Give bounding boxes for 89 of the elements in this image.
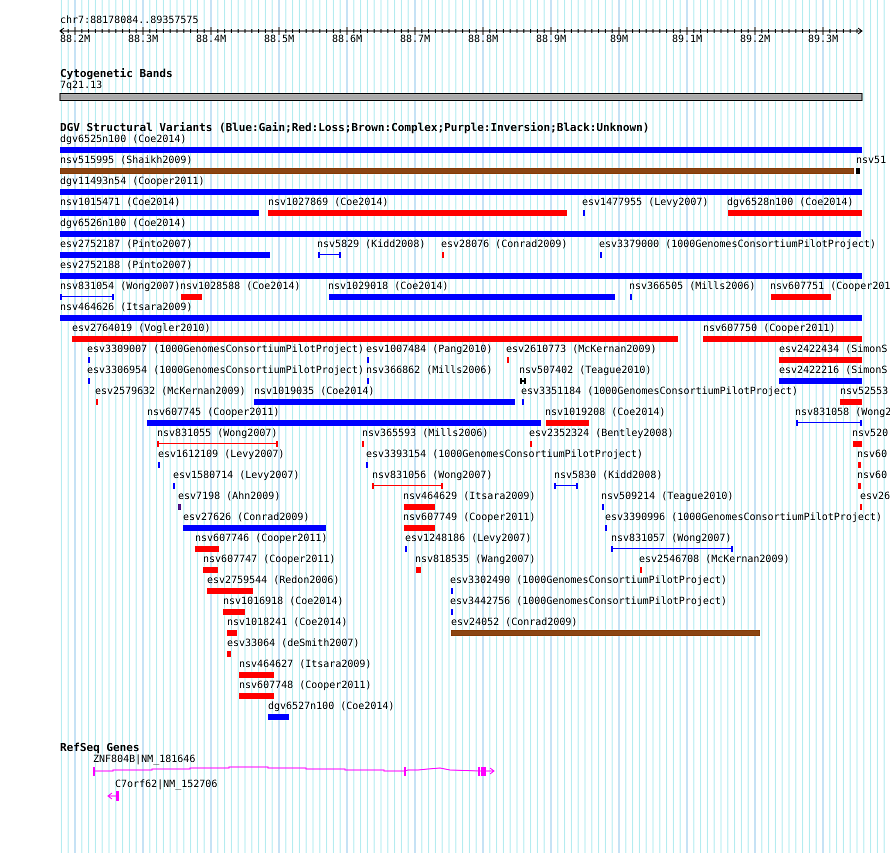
variant-label: nsv520 xyxy=(852,428,888,439)
variant-label: esv3309007 (1000GenomesConsortiumPilotProject) xyxy=(87,344,364,355)
variant-label: nsv607750 (Cooper2011) xyxy=(703,323,836,334)
variant-label: esv2546708 (McKernan2009) xyxy=(639,554,790,565)
variant-label: esv2422216 (SimonS xyxy=(779,365,888,376)
variant-label: nsv464627 (Itsara2009) xyxy=(239,659,372,670)
variant-label: nsv1015471 (Coe2014) xyxy=(60,197,180,208)
variant-label: esv3302490 (1000GenomesConsortiumPilotProject) xyxy=(450,575,727,586)
variant-label: esv26 xyxy=(860,491,890,502)
gene-label: C7orf62|NM_152706 xyxy=(115,779,218,790)
variant-label: esv3351184 (1000GenomesConsortiumPilotProject) xyxy=(521,386,798,397)
variant-label: esv1248186 (Levy2007) xyxy=(405,533,532,544)
variant-label: nsv5830 (Kidd2008) xyxy=(554,470,662,481)
variant-label: esv27626 (Conrad2009) xyxy=(183,512,310,523)
variant-label: esv3306954 (1000GenomesConsortiumPilotProject) xyxy=(87,365,364,376)
variant-label: dgv6527n100 (Coe2014) xyxy=(268,701,394,712)
variant-label: nsv366505 (Mills2006) xyxy=(629,281,756,292)
tick-label: 89.2M xyxy=(740,34,770,45)
variant-label: esv2422434 (SimonS xyxy=(779,344,888,355)
variant-label: nsv1028588 (Coe2014) xyxy=(180,281,300,292)
tick-label: 89.3M xyxy=(808,34,838,45)
variant-label: esv7198 (Ahn2009) xyxy=(178,491,280,502)
tick-label: 88.4M xyxy=(196,34,226,45)
variant-label: esv1477955 (Levy2007) xyxy=(582,197,708,208)
variant-label: esv28076 (Conrad2009) xyxy=(441,239,568,250)
variant-label: esv2352324 (Bentley2008) xyxy=(529,428,674,439)
variant-label: nsv831057 (Wong2007) xyxy=(611,533,732,544)
variant-label: esv2752188 (Pinto2007) xyxy=(60,260,192,271)
tick-label: 88.2M xyxy=(60,34,90,45)
tick-label: 88.6M xyxy=(332,34,362,45)
variant-label: nsv1029018 (Coe2014) xyxy=(328,281,448,292)
variant-label: nsv1016918 (Coe2014) xyxy=(223,596,344,607)
variant-label: nsv831054 (Wong2007) xyxy=(60,281,180,292)
variant-label: nsv365593 (Mills2006) xyxy=(362,428,488,439)
variant-label: nsv464629 (Itsara2009) xyxy=(403,491,536,502)
variant-label: nsv509214 (Teague2010) xyxy=(601,491,734,502)
variant-label: nsv1019208 (Coe2014) xyxy=(545,407,666,418)
variant-label: esv3393154 (1000GenomesConsortiumPilotProject) xyxy=(366,449,643,460)
variant-label: nsv366862 (Mills2006) xyxy=(366,365,492,376)
variant-label: nsv607746 (Cooper2011) xyxy=(195,533,328,544)
variant-label: dgv6528n100 (Coe2014) xyxy=(727,197,854,208)
chromosome-position: chr7:88178084..89357575 xyxy=(60,15,198,26)
variant-label: nsv607747 (Cooper2011) xyxy=(203,554,336,565)
variant-label: nsv60 xyxy=(857,470,888,481)
variant-label: nsv607745 (Cooper2011) xyxy=(147,407,280,418)
variant-label: nsv607749 (Cooper2011) xyxy=(403,512,536,523)
band-name: 7q21.13 xyxy=(60,80,102,91)
variant-label: esv2752187 (Pinto2007) xyxy=(60,239,192,250)
track-heading: RefSeq Genes xyxy=(60,742,140,753)
variant-label: nsv831056 (Wong2007) xyxy=(372,470,492,481)
variant-label: nsv515995 (Shaikh2009) xyxy=(60,155,192,166)
track-heading: DGV Structural Variants (Blue:Gain;Red:Loss;Brown:Complex;Purple:Inversion;Black:Unknown) xyxy=(60,122,650,133)
variant-label: nsv607748 (Cooper2011) xyxy=(239,680,372,691)
tick-label: 88.3M xyxy=(128,34,158,45)
variant-label: dgv6525n100 (Coe2014) xyxy=(60,134,186,145)
tick-label: 88.7M xyxy=(400,34,430,45)
variant-label: esv3379000 (1000GenomesConsortiumPilotProject) xyxy=(599,239,876,250)
variant-label: esv3442756 (1000GenomesConsortiumPilotProject) xyxy=(450,596,727,607)
variant-label: nsv52553 xyxy=(840,386,888,397)
variant-label: esv33064 (deSmith2007) xyxy=(227,638,360,649)
variant-label: esv2764019 (Vogler2010) xyxy=(72,323,210,334)
variant-label: nsv60 xyxy=(857,449,888,460)
variant-label: dgv6526n100 (Coe2014) xyxy=(60,218,186,229)
gene-label: ZNF804B|NM_181646 xyxy=(93,754,196,765)
tick-label: 88.9M xyxy=(536,34,566,45)
variant-label: esv2579632 (McKernan2009) xyxy=(95,386,246,397)
variant-label: nsv5829 (Kidd2008) xyxy=(317,239,426,250)
tick-label: 88.8M xyxy=(468,34,498,45)
variant-label: nsv1018241 (Coe2014) xyxy=(227,617,348,628)
variant-label: nsv607751 (Cooper201 xyxy=(770,281,890,292)
variant-label: esv24052 (Conrad2009) xyxy=(451,617,578,628)
variant-label: nsv51 xyxy=(856,155,886,166)
track-heading: Cytogenetic Bands xyxy=(60,68,173,79)
variant-label: nsv1027869 (Coe2014) xyxy=(268,197,388,208)
variant-label: nsv818535 (Wang2007) xyxy=(415,554,536,565)
variant-label: esv2759544 (Redon2006) xyxy=(207,575,340,586)
tick-label: 89.1M xyxy=(672,34,702,45)
variant-label: esv1580714 (Levy2007) xyxy=(173,470,300,481)
variant-label: nsv1019035 (Coe2014) xyxy=(254,386,374,397)
variant-label: esv1007484 (Pang2010) xyxy=(366,344,492,355)
variant-label: esv1612109 (Levy2007) xyxy=(158,449,284,460)
tick-label: 88.5M xyxy=(264,34,294,45)
tick-label: 89M xyxy=(610,34,628,45)
variant-label: nsv507402 (Teague2010) xyxy=(519,365,652,376)
variant-label: esv2610773 (McKernan2009) xyxy=(506,344,657,355)
variant-label: esv3390996 (1000GenomesConsortiumPilotProject) xyxy=(605,512,882,523)
variant-label: dgv11493n54 (Cooper2011) xyxy=(60,176,204,187)
variant-label: nsv464626 (Itsara2009) xyxy=(60,302,192,313)
variant-label: nsv831055 (Wong2007) xyxy=(157,428,278,439)
